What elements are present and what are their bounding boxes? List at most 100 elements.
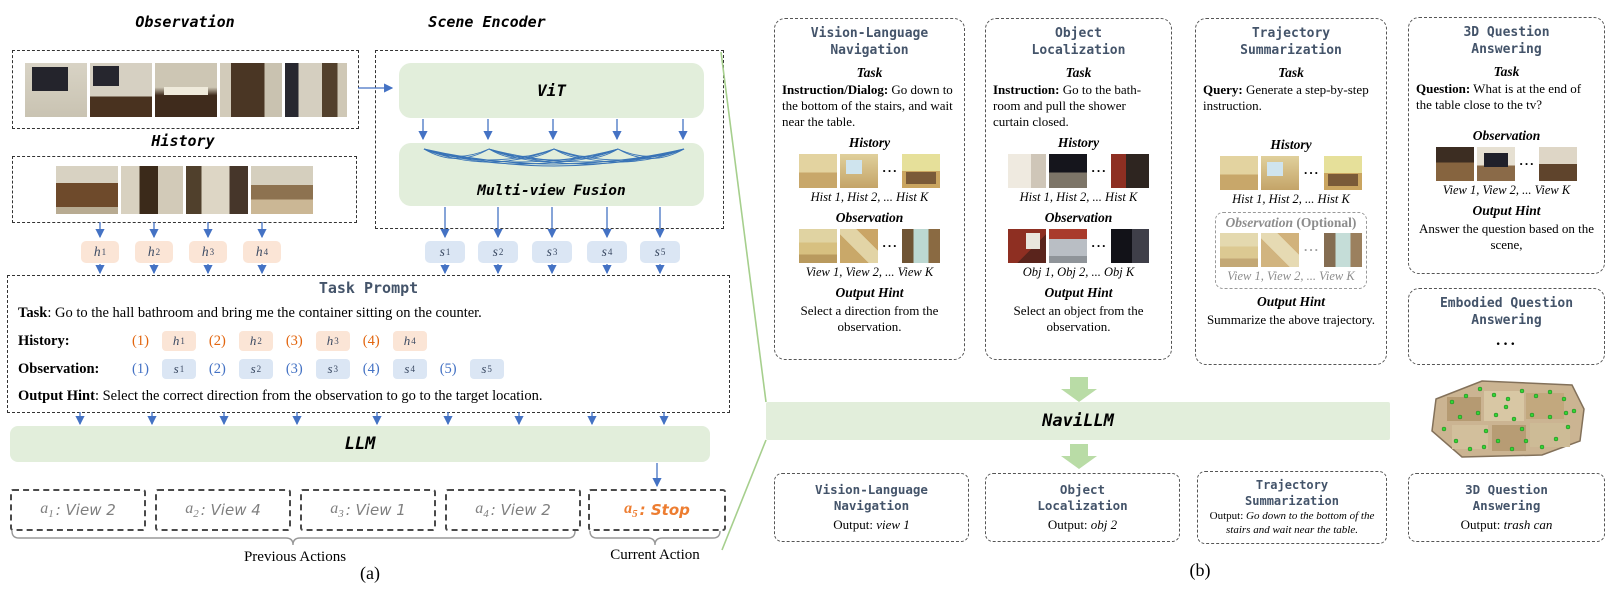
output-hint-heading: Output Hint [835, 285, 904, 301]
current-action-label: Current Action [610, 547, 700, 563]
vit-label: ViT [537, 81, 566, 100]
task-heading: Task [1278, 64, 1304, 80]
history-heading: History [848, 135, 891, 151]
output-hint-heading: Output Hint [1472, 203, 1541, 218]
photo-thumbnail [154, 62, 217, 117]
task-heading: Task [1065, 64, 1092, 80]
observation-image-row: ··· [1435, 147, 1577, 181]
history-caption: Hist 1, Hist 2, ... Hist K [1019, 190, 1138, 205]
photo-thumbnail [186, 165, 248, 214]
action-5-current: a5: Stop [588, 489, 726, 531]
photo-thumbnail [1007, 229, 1046, 264]
caption-a: (a) [360, 563, 380, 583]
observation-heading: Observation [1044, 210, 1113, 226]
photo-thumbnail [1111, 154, 1149, 189]
task-text: Instruction: Go to the bath-room and pul… [993, 81, 1142, 129]
caption-b: (b) [1189, 560, 1211, 580]
vit-block: ViT [399, 63, 704, 118]
task-prompt-title: Task Prompt [318, 279, 419, 297]
prompt-task-line: Task: Go to the hall bathroom and bring … [18, 304, 482, 321]
llm-label: LLM [344, 434, 376, 454]
fusion-label: Multi-view Fusion [477, 183, 626, 199]
photo-thumbnail [1220, 156, 1259, 190]
observation-image-row: ··· [1007, 229, 1149, 264]
ellipsis: ··· [1495, 335, 1518, 353]
history-caption: Hist 1, Hist 2, ... Hist K [810, 190, 929, 205]
observation-box [12, 50, 359, 129]
observation-optional-heading: Observation (Optional) [1225, 215, 1357, 230]
photo-thumbnail [1220, 233, 1259, 267]
history-caption: Hist 1, Hist 2, ... Hist K [1232, 192, 1350, 206]
observation-caption: View 1, View 2, ... View K [805, 265, 934, 280]
observation-heading: Observation [835, 210, 904, 226]
photo-thumbnail [839, 229, 878, 264]
history-image-row: ··· [1007, 154, 1149, 189]
photo-thumbnail [902, 154, 940, 189]
ellipsis: ··· [1090, 163, 1107, 179]
previous-actions-label: Previous Actions [243, 549, 347, 565]
scene-encoder-title: Scene Encoder [428, 13, 546, 31]
photo-thumbnail [1435, 147, 1474, 181]
task-heading: Task [1493, 63, 1520, 79]
observation-caption: View 1, View 2, ... View K [1227, 269, 1355, 283]
photo-thumbnail [251, 165, 313, 214]
navillm-block: NaviLLM [766, 402, 1390, 440]
photo-thumbnail [24, 62, 87, 117]
history-image-strip [13, 157, 356, 222]
observation-caption: Obj 1, Obj 2, ... Obj K [1022, 265, 1135, 280]
action-1: a1: View 2 [10, 489, 146, 531]
prompt-output-hint-line: Output Hint: Select the correct directio… [18, 387, 543, 404]
attention-arcs-icon [423, 148, 685, 167]
history-title: History [151, 132, 215, 150]
photo-thumbnail [839, 154, 878, 189]
photo-thumbnail [1323, 233, 1362, 267]
curly-braces [11, 530, 721, 546]
task-text: Instruction/Dialog: Go down to the botto… [782, 81, 953, 129]
photo-thumbnail [902, 229, 940, 264]
photo-thumbnail [798, 229, 837, 264]
output-value: Output: Go down to the bottom of the sta… [1209, 510, 1375, 536]
photo-thumbnail [1007, 154, 1046, 189]
history-image-row: ··· [798, 154, 940, 189]
history-image-row: ··· [1220, 156, 1362, 190]
multiview-fusion-block: Multi-view Fusion [399, 143, 704, 206]
observation-image-strip [13, 51, 358, 128]
history-box [12, 156, 357, 223]
photo-thumbnail [798, 154, 837, 189]
output-hint-heading: Output Hint [1257, 294, 1325, 309]
house-scan-image [1431, 380, 1585, 458]
action-2: a2: View 4 [155, 489, 291, 531]
action-3: a3: View 1 [300, 489, 436, 531]
output-hint-text: Answer the question based on the scene, [1418, 221, 1595, 253]
task-prompt-box: Task Prompt Task: Go to the hall bathroo… [7, 275, 730, 413]
llm-block: LLM [10, 426, 710, 462]
ellipsis: ··· [1090, 238, 1107, 254]
ellipsis: ··· [1303, 165, 1320, 180]
photo-thumbnail [56, 165, 118, 214]
photo-thumbnail [1539, 147, 1577, 181]
photo-thumbnail [1261, 233, 1300, 267]
photo-thumbnail [1048, 154, 1087, 189]
output-value: Output: view 1 [833, 517, 910, 533]
output-hint-text: Select a direction from the observation. [800, 303, 939, 335]
